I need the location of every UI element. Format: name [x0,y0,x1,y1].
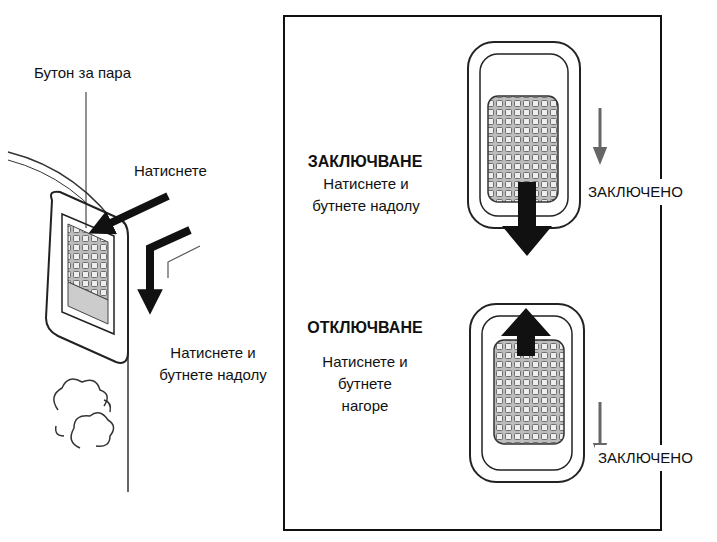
section-heading: ОТКЛЮЧВАНЕ [295,317,435,339]
state-label: ЗАКЛЮЧЕНО [585,179,686,205]
button-housing [470,304,584,482]
leader-line [86,92,87,228]
up-arrow [501,308,551,356]
button-base [68,282,108,324]
press-arrow [100,196,168,228]
motion-line [168,246,200,278]
part-name: Бутон за пара [34,62,131,84]
lock-arrow [599,108,602,156]
instruction-panel: ЗАКЛЮЧВАНЕНатиснете и бутнете надолуЗАКЛ… [283,15,662,531]
button-slot [62,214,114,334]
state-label: ЗАКЛЮЧЕНО [595,445,696,471]
down-arrow [502,182,552,256]
push-down-arrow [150,230,190,302]
section-heading: ЗАКЛЮЧВАНЕ [295,151,435,173]
action-label: Натиснете [134,160,207,182]
instruction-text: Натиснете и бутнете надолу [299,173,433,217]
instruction-text: Натиснете и бутнете нагоре [313,351,417,417]
steam [54,379,114,448]
action-label: Натиснете и бутнете надолу [158,342,268,386]
